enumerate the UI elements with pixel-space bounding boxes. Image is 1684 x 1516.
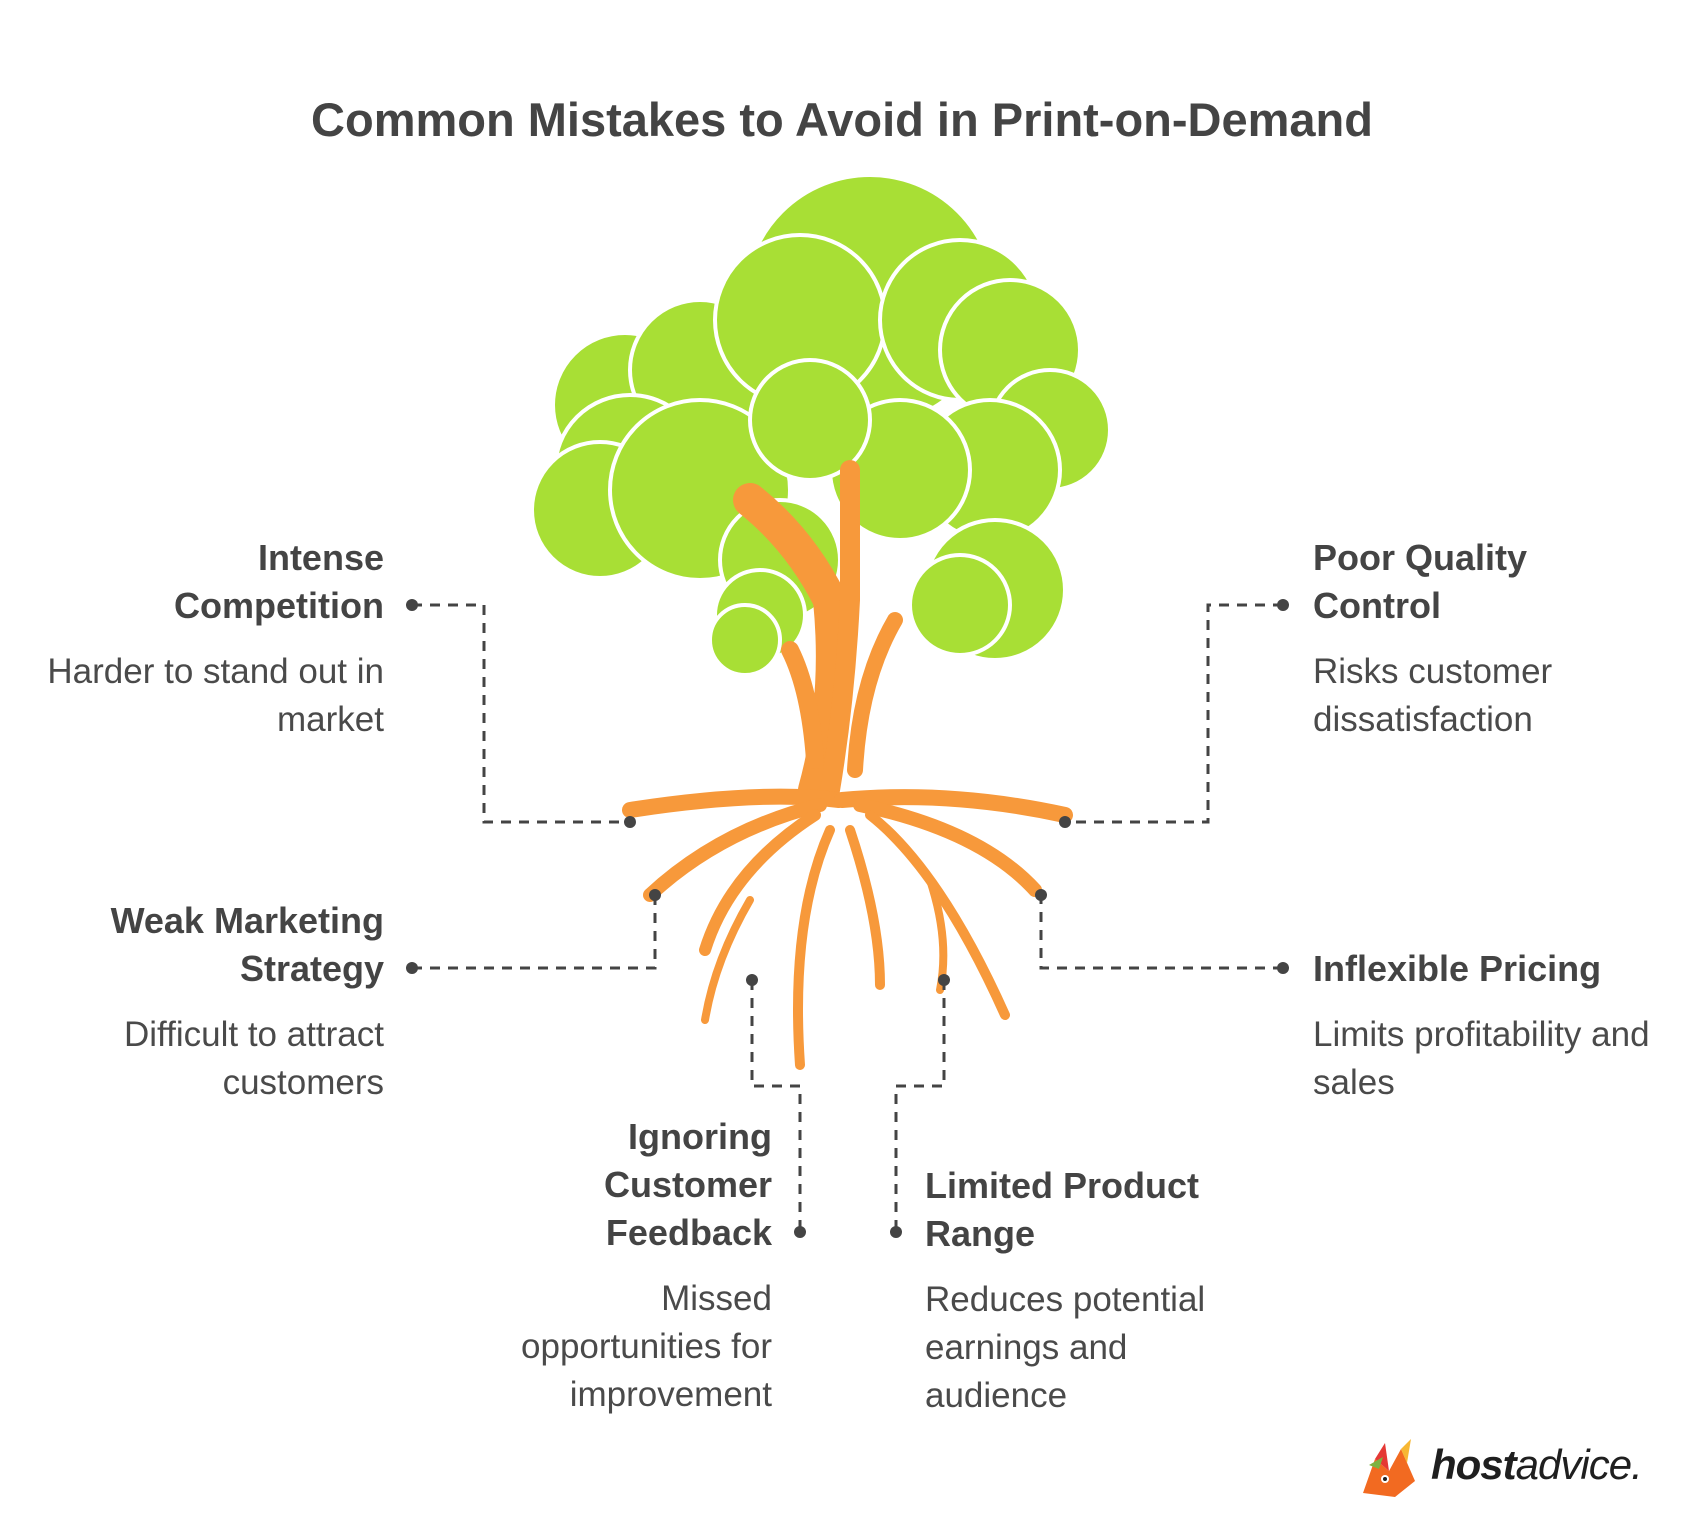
item-weak-marketing-strategy: Weak Marketing Strategy Difficult to att… — [44, 897, 384, 1107]
item-description: Risks customer dissatisfaction — [1313, 652, 1553, 739]
connector-inflexible-pricing — [1039, 895, 1283, 970]
connector-poor-quality-control — [1065, 603, 1283, 824]
item-heading: Ignoring Customer Feedback — [603, 1116, 772, 1253]
item-ignoring-customer-feedback: Ignoring Customer Feedback Missed opport… — [452, 1113, 772, 1419]
diagram-title: Common Mistakes to Avoid in Print-on-Dem… — [311, 93, 1373, 146]
hostadvice-logo: hostadvice. — [1355, 1435, 1655, 1499]
item-heading: Inflexible Pricing — [1313, 948, 1602, 989]
tree-trunk — [622, 460, 1073, 1070]
fox-mascot-icon — [1363, 1439, 1415, 1497]
item-intense-competition: Intense Competition Harder to stand out … — [44, 534, 384, 744]
connector-intense-competition — [412, 603, 630, 824]
item-limited-product-range: Limited Product Range Reduces potential … — [925, 1162, 1265, 1420]
item-heading: Limited Product Range — [925, 1165, 1200, 1254]
brand-wordmark: hostadvice. — [1431, 1441, 1643, 1488]
item-description: Difficult to attract customers — [123, 1015, 384, 1102]
item-description: Limits profitability and sales — [1313, 1015, 1650, 1102]
item-description: Harder to stand out in market — [47, 652, 384, 739]
connector-dots — [406, 599, 1289, 1238]
item-heading: Weak Marketing Strategy — [110, 900, 384, 989]
connector-ignoring-feedback — [750, 980, 802, 1232]
item-heading: Poor Quality Control — [1313, 537, 1528, 626]
connector-weak-marketing — [412, 895, 657, 970]
item-heading: Intense Competition — [174, 537, 384, 626]
tree-foliage — [530, 173, 1112, 677]
connector-limited-range — [894, 980, 946, 1232]
item-description: Reduces potential earnings and audience — [925, 1280, 1206, 1415]
item-inflexible-pricing: Inflexible Pricing Limits profitability … — [1313, 945, 1653, 1107]
item-poor-quality-control: Poor Quality Control Risks customer diss… — [1313, 534, 1643, 744]
item-description: Missed opportunities for improvement — [521, 1279, 772, 1414]
connectors — [412, 603, 1283, 1232]
